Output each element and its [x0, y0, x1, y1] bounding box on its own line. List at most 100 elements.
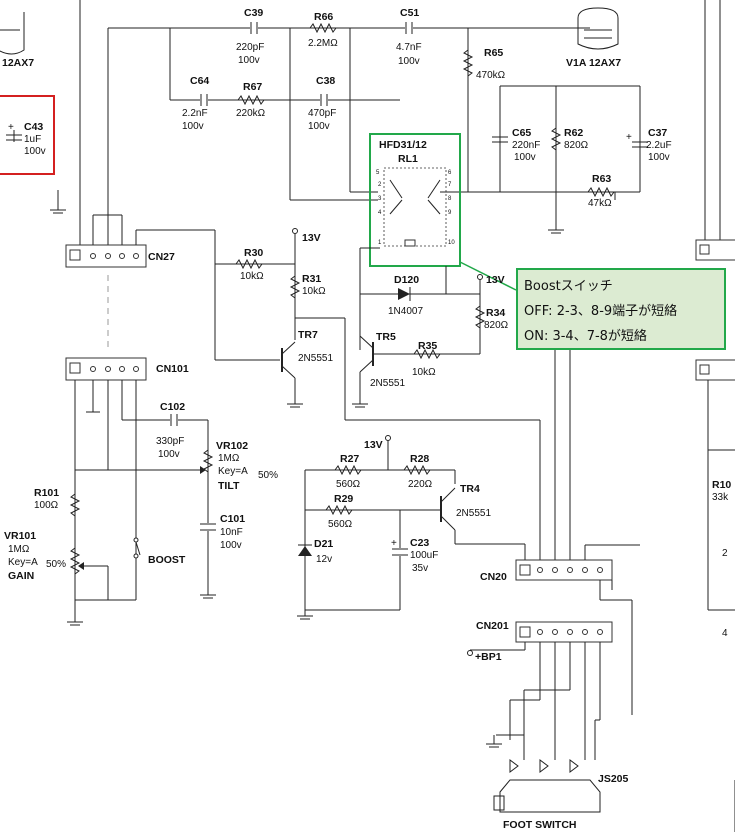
tube-right-label: V1A 12AX7: [566, 57, 621, 69]
r101-label: R101: [34, 487, 59, 499]
r28-resistor: [403, 464, 431, 476]
boost-label: BOOST: [148, 554, 186, 566]
c102-capacitor: [170, 414, 178, 426]
foot-switch-label: FOOT SWITCH: [503, 819, 577, 831]
cn20-connector: [515, 559, 613, 581]
c102-label: C102: [160, 401, 185, 413]
callout-on-text: ON: 3-4、7-8が短絡: [524, 329, 647, 344]
callout-title: Boostスイッチ: [524, 279, 613, 294]
cn20-label: CN20: [480, 571, 507, 583]
rail-13v-a-label: 13V: [302, 232, 321, 244]
relay-highlight-box: [369, 133, 461, 267]
relay-ref: RL1: [398, 153, 418, 165]
vr101-key: Key=A: [8, 557, 38, 568]
tr5-type: 2N5551: [370, 378, 405, 389]
cn201-connector: [515, 621, 613, 643]
c39-value: 220pF: [236, 42, 264, 53]
cn101-connector: [65, 357, 147, 381]
r27-label: R27: [340, 453, 359, 465]
js205-jack: [493, 759, 601, 813]
vr101-label: VR101: [4, 530, 36, 542]
svg-text:1: 1: [378, 240, 382, 246]
c101-voltage: 100v: [220, 540, 242, 551]
d120-type: 1N4007: [388, 306, 423, 317]
vr102-value: 1MΩ: [218, 453, 240, 464]
r63-value: 47kΩ: [588, 198, 612, 209]
c51-capacitor: [405, 22, 413, 34]
rail-13v-c: [385, 435, 391, 441]
d21-zener: [298, 544, 312, 556]
c64-voltage: 100v: [182, 121, 204, 132]
svg-text:10: 10: [448, 240, 455, 246]
r35-value: 10kΩ: [412, 367, 436, 378]
r65-value: 470kΩ: [476, 70, 506, 81]
cn27-connector: [65, 244, 147, 268]
r28-label: R28: [410, 453, 429, 465]
right-connector-bottom: [695, 359, 735, 381]
r29-value: 560Ω: [328, 519, 353, 530]
r67-label: R67: [243, 81, 262, 93]
c38-label: C38: [316, 75, 335, 87]
right-edge-text-1: 2: [722, 548, 728, 559]
rail-13v-a: [292, 228, 298, 234]
r30-value: 10kΩ: [240, 271, 264, 282]
c101-value: 10nF: [220, 527, 243, 538]
d120-label: D120: [394, 274, 419, 286]
r63-resistor: [587, 186, 615, 198]
vr102-percent: 50%: [258, 470, 278, 481]
r101-resistor: [69, 493, 81, 517]
vr102-key: Key=A: [218, 466, 248, 477]
tr7-label: TR7: [298, 329, 318, 341]
c43-label: C43: [24, 121, 43, 133]
svg-text:5: 5: [376, 170, 380, 176]
r103-label: R10: [712, 479, 731, 491]
c51-value: 4.7nF: [396, 42, 422, 53]
r29-resistor: [325, 504, 353, 516]
c37-polarity: +: [626, 132, 632, 143]
vr101-value: 1MΩ: [8, 544, 30, 555]
svg-text:6: 6: [448, 170, 452, 176]
c39-voltage: 100v: [238, 55, 260, 66]
vr102-func: TILT: [218, 480, 240, 492]
r66-resistor: [309, 22, 337, 34]
tr4-type: 2N5551: [456, 508, 491, 519]
r35-label: R35: [418, 340, 437, 352]
right-connector-top: [695, 239, 735, 261]
js205-label: JS205: [598, 773, 629, 785]
d21-value: 12v: [316, 554, 332, 565]
tube-left-label: 12AX7: [2, 57, 34, 69]
svg-text:2: 2: [378, 182, 382, 188]
r62-resistor: [550, 127, 562, 151]
c37-label: C37: [648, 127, 667, 139]
svg-text:3: 3: [378, 196, 382, 202]
r27-value: 560Ω: [336, 479, 361, 490]
rail-13v-c-label: 13V: [364, 439, 383, 451]
r67-value: 220kΩ: [236, 108, 266, 119]
r27-resistor: [334, 464, 362, 476]
c23-value: 100uF: [410, 550, 438, 561]
bp1-terminal: [467, 650, 473, 656]
c101-capacitor: [200, 523, 216, 531]
c43-voltage: 100v: [24, 146, 46, 157]
c43-capacitor: [6, 130, 22, 142]
r65-resistor: [462, 49, 474, 77]
vr101-pot: [69, 547, 81, 575]
r29-label: R29: [334, 493, 353, 505]
r31-resistor: [289, 275, 301, 299]
c37-capacitor: [632, 141, 648, 148]
tr5-label: TR5: [376, 331, 396, 343]
cn27-label: CN27: [148, 251, 175, 263]
r35-resistor: [413, 348, 441, 360]
c39-capacitor: [250, 22, 258, 34]
tr7-transistor: [215, 341, 296, 404]
r34-value: 820Ω: [484, 320, 509, 331]
r65-label: R65: [484, 47, 503, 59]
c65-value: 220nF: [512, 140, 540, 151]
r31-label: R31: [302, 273, 321, 285]
c102-voltage: 100v: [158, 449, 180, 460]
svg-text:9: 9: [448, 210, 452, 216]
r62-label: R62: [564, 127, 583, 139]
vr101-func: GAIN: [8, 570, 34, 582]
c43-polarity: +: [8, 122, 14, 133]
